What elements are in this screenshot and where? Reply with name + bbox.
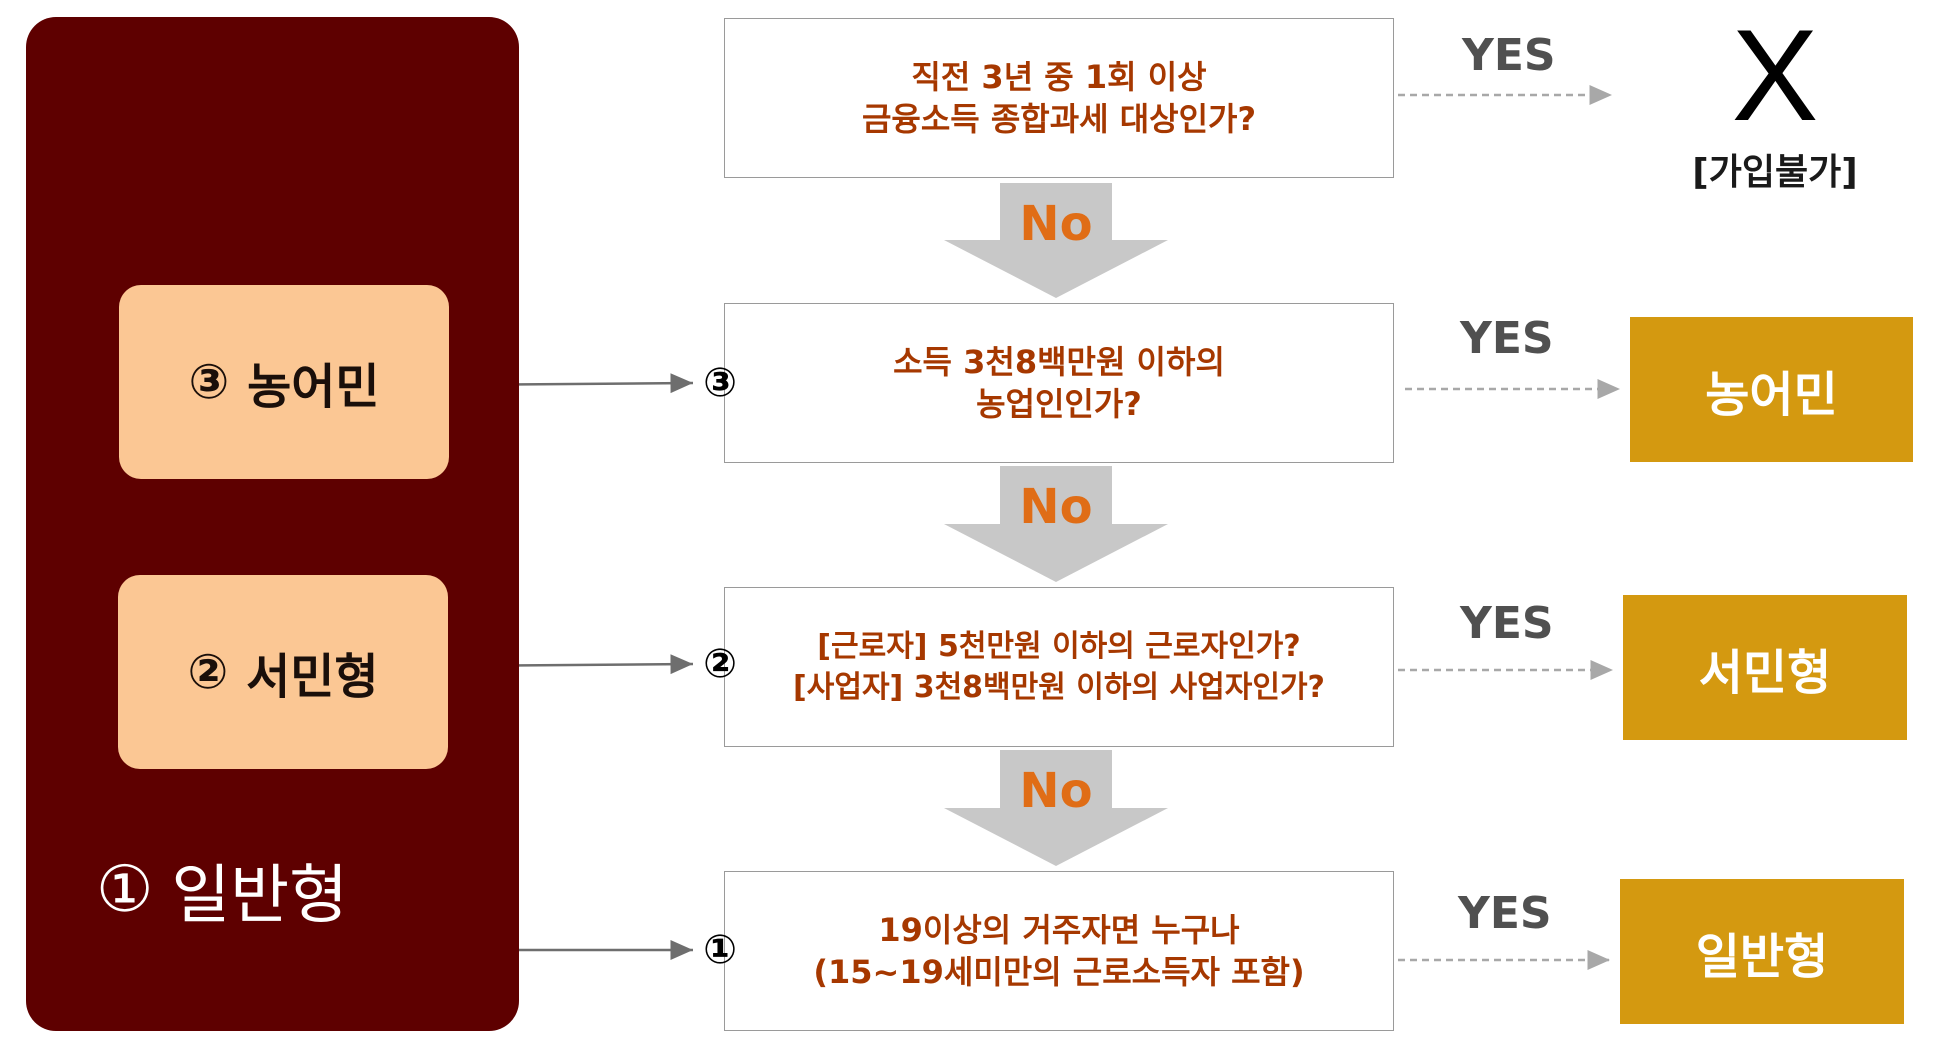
result-general-box: 일반형	[1620, 879, 1904, 1024]
farmer-type-box: ③ 농어민	[119, 285, 449, 479]
question-box-2: 소득 3천8백만원 이하의 농업인인가?	[724, 303, 1394, 463]
general-type-label: 일반형	[171, 859, 349, 933]
ineligible-label: [가입불가]	[1692, 152, 1858, 193]
farmer-marker: ③	[188, 354, 230, 410]
result-general-label: 일반형	[1695, 928, 1829, 985]
question-2-line-2: 농업인인가?	[976, 385, 1142, 423]
yes-label-3: YES	[1460, 598, 1554, 649]
question-4-line-2: (15~19세미만의 근로소득자 포함)	[813, 953, 1305, 991]
down-arrow-2	[944, 466, 1168, 582]
question-1-line-2: 금융소득 종합과세 대상인가?	[861, 100, 1257, 138]
question-3-marker: ②	[703, 641, 737, 687]
result-farmer-box: 농어민	[1630, 317, 1913, 462]
seomin-type-label: 서민형	[246, 649, 379, 705]
farmer-type-label: 농어민	[247, 359, 380, 415]
seomin-marker: ②	[187, 644, 229, 700]
question-3-line-2: [사업자] 3천8백만원 이하의 사업자인가?	[793, 670, 1325, 705]
yes-label-4: YES	[1458, 888, 1552, 939]
seomin-type-box: ② 서민형	[118, 575, 448, 769]
question-box-3: [근로자] 5천만원 이하의 근로자인가? [사업자] 3천8백만원 이하의 사…	[724, 587, 1394, 747]
down-arrow-1	[944, 183, 1168, 298]
result-seomin-box: 서민형	[1623, 595, 1907, 740]
no-label-1: No	[1019, 196, 1093, 252]
left-panel	[26, 17, 519, 1031]
ineligible-mark: X	[1731, 2, 1819, 148]
question-box-1: 직전 3년 중 1회 이상 금융소득 종합과세 대상인가?	[724, 18, 1394, 178]
yes-label-1: YES	[1462, 30, 1556, 81]
result-farmer-label: 농어민	[1705, 366, 1838, 423]
question-box-4: 19이상의 거주자면 누구나 (15~19세미만의 근로소득자 포함)	[724, 871, 1394, 1031]
no-label-2: No	[1019, 479, 1093, 535]
yes-label-2: YES	[1460, 313, 1554, 364]
question-1-line-1: 직전 3년 중 1회 이상	[911, 58, 1207, 96]
no-label-3: No	[1019, 763, 1093, 819]
general-type-label-group: ① 일반형	[96, 845, 456, 935]
question-4-marker: ①	[703, 927, 737, 973]
general-marker: ①	[96, 853, 154, 927]
question-2-line-1: 소득 3천8백만원 이하의	[893, 343, 1225, 381]
result-seomin-label: 서민형	[1698, 644, 1832, 701]
question-2-marker: ③	[703, 360, 737, 406]
down-arrow-3	[944, 750, 1168, 866]
question-4-line-1: 19이상의 거주자면 누구나	[878, 911, 1240, 949]
question-3-line-1: [근로자] 5천만원 이하의 근로자인가?	[817, 629, 1301, 664]
